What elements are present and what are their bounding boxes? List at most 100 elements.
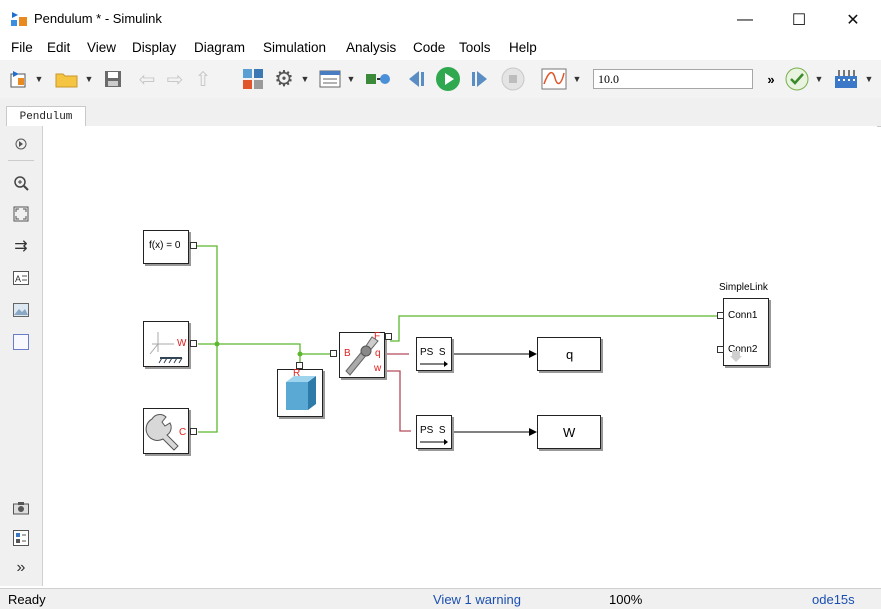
save-icon[interactable] bbox=[102, 66, 124, 92]
conn1-label: Conn1 bbox=[728, 310, 758, 321]
area-icon[interactable] bbox=[11, 332, 31, 352]
new-model-icon[interactable] bbox=[8, 66, 32, 92]
model-browser-icon[interactable] bbox=[11, 528, 31, 548]
tab-pendulum[interactable]: Pendulum bbox=[6, 106, 86, 127]
output-q-block[interactable]: q bbox=[537, 337, 601, 371]
solid-block[interactable]: R bbox=[277, 368, 323, 417]
model-explorer-icon[interactable] bbox=[318, 66, 342, 92]
chevron-down-icon[interactable]: ▼ bbox=[864, 74, 874, 84]
chevron-down-icon[interactable]: ▼ bbox=[814, 74, 824, 84]
converter-label: PS S bbox=[420, 347, 446, 358]
model-advisor-icon[interactable] bbox=[784, 66, 810, 92]
menu-tools[interactable]: Tools bbox=[459, 40, 491, 55]
revolute-q-label: q bbox=[375, 348, 381, 359]
library-browser-icon[interactable] bbox=[240, 66, 266, 92]
toolbar-overflow-button[interactable]: » bbox=[767, 71, 775, 87]
chevron-down-icon[interactable]: ▼ bbox=[34, 74, 44, 84]
tab-strip bbox=[0, 98, 881, 127]
back-arrow-icon[interactable]: ⇦ bbox=[138, 68, 156, 91]
menu-code[interactable]: Code bbox=[413, 40, 446, 55]
open-folder-icon[interactable] bbox=[54, 66, 80, 92]
scope-icon[interactable] bbox=[540, 66, 568, 92]
menu-edit[interactable]: Edit bbox=[47, 40, 71, 55]
ps-simulink-converter-q[interactable]: PS S bbox=[416, 337, 452, 371]
world-frame-block[interactable]: W bbox=[143, 321, 189, 367]
junction-dot bbox=[297, 351, 303, 357]
solid-port[interactable] bbox=[296, 362, 303, 369]
close-button[interactable]: ✕ bbox=[846, 12, 860, 29]
menu-view[interactable]: View bbox=[87, 40, 117, 55]
step-back-icon[interactable] bbox=[404, 66, 430, 92]
config-port[interactable] bbox=[190, 428, 197, 435]
hardware-settings-icon[interactable] bbox=[832, 66, 860, 92]
output-w-label: W bbox=[563, 425, 576, 440]
svg-text:A: A bbox=[15, 274, 21, 284]
solver-configuration-block[interactable]: f(x) = 0 bbox=[143, 230, 189, 264]
revolute-follower-port[interactable] bbox=[385, 333, 392, 340]
converter-arrow-icon bbox=[420, 361, 448, 367]
expand-icon[interactable]: » bbox=[16, 559, 26, 576]
solver-port[interactable] bbox=[190, 242, 197, 249]
converter-arrow-icon bbox=[420, 439, 448, 445]
arrow-icon[interactable]: ⇉ bbox=[14, 238, 28, 255]
output-w-block[interactable]: W bbox=[537, 415, 601, 449]
chevron-down-icon[interactable]: ▼ bbox=[300, 74, 310, 84]
conn1-port[interactable] bbox=[717, 312, 724, 319]
stop-icon[interactable] bbox=[500, 66, 526, 92]
annotation-icon[interactable]: A bbox=[11, 268, 31, 288]
fit-view-icon[interactable] bbox=[11, 204, 31, 224]
solver-link[interactable]: ode15s bbox=[812, 592, 855, 607]
revolute-joint-icon bbox=[345, 336, 379, 376]
status-ready: Ready bbox=[8, 592, 46, 607]
image-icon[interactable] bbox=[11, 300, 31, 320]
world-port[interactable] bbox=[190, 340, 197, 347]
warning-link[interactable]: View 1 warning bbox=[433, 592, 521, 607]
stop-time-input[interactable]: 10.0 bbox=[593, 69, 753, 89]
down-arrow-icon bbox=[730, 351, 742, 362]
zoom-icon[interactable] bbox=[11, 173, 31, 193]
junction-dot bbox=[214, 341, 220, 347]
revolute-base-port[interactable] bbox=[330, 350, 337, 357]
zoom-level: 100% bbox=[609, 592, 643, 607]
physical-connection-line bbox=[390, 315, 718, 342]
minimize-button[interactable]: — bbox=[737, 11, 753, 28]
gear-icon[interactable]: ⚙ bbox=[274, 66, 294, 91]
simulink-app-icon bbox=[11, 12, 27, 26]
left-palette: ⇉ A » bbox=[0, 126, 43, 586]
menu-display[interactable]: Display bbox=[132, 40, 177, 55]
forward-arrow-icon[interactable]: ⇨ bbox=[166, 68, 184, 91]
world-port-label: W bbox=[177, 338, 187, 349]
chevron-down-icon[interactable]: ▼ bbox=[84, 74, 94, 84]
arrowhead bbox=[529, 428, 537, 436]
menu-bar: File Edit View Display Diagram Simulatio… bbox=[0, 38, 881, 60]
up-arrow-icon[interactable]: ⇧ bbox=[194, 68, 212, 91]
menu-simulation[interactable]: Simulation bbox=[263, 40, 327, 55]
mechanism-configuration-block[interactable]: C bbox=[143, 408, 189, 454]
update-model-icon[interactable] bbox=[364, 66, 392, 92]
revolute-joint-block[interactable]: B F q w bbox=[339, 331, 385, 378]
config-port-label: C bbox=[179, 427, 187, 438]
menu-analysis[interactable]: Analysis bbox=[346, 40, 397, 55]
step-forward-icon[interactable] bbox=[468, 66, 492, 92]
maximize-button[interactable]: ☐ bbox=[791, 12, 807, 29]
world-frame-icon bbox=[149, 332, 183, 364]
revolute-base-label: B bbox=[344, 348, 351, 359]
converter-label: PS S bbox=[420, 425, 446, 436]
ps-simulink-converter-w[interactable]: PS S bbox=[416, 415, 452, 449]
model-canvas[interactable]: f(x) = 0 W C R B F q w bbox=[43, 126, 877, 586]
menu-diagram[interactable]: Diagram bbox=[194, 40, 246, 55]
hide-browser-icon[interactable] bbox=[11, 134, 31, 154]
physical-connection-line bbox=[198, 344, 218, 433]
conn2-port[interactable] bbox=[717, 346, 724, 353]
output-q-label: q bbox=[566, 347, 574, 362]
solid-port-label: R bbox=[293, 368, 301, 379]
chevron-down-icon[interactable]: ▼ bbox=[346, 74, 356, 84]
menu-file[interactable]: File bbox=[11, 40, 33, 55]
simplelink-subsystem-block[interactable]: Conn1 Conn2 bbox=[723, 298, 769, 366]
menu-help[interactable]: Help bbox=[509, 40, 537, 55]
screenshot-icon[interactable] bbox=[11, 498, 31, 518]
palette-divider bbox=[8, 160, 34, 161]
arrowhead bbox=[529, 350, 537, 358]
chevron-down-icon[interactable]: ▼ bbox=[572, 74, 582, 84]
run-icon[interactable] bbox=[434, 66, 462, 92]
